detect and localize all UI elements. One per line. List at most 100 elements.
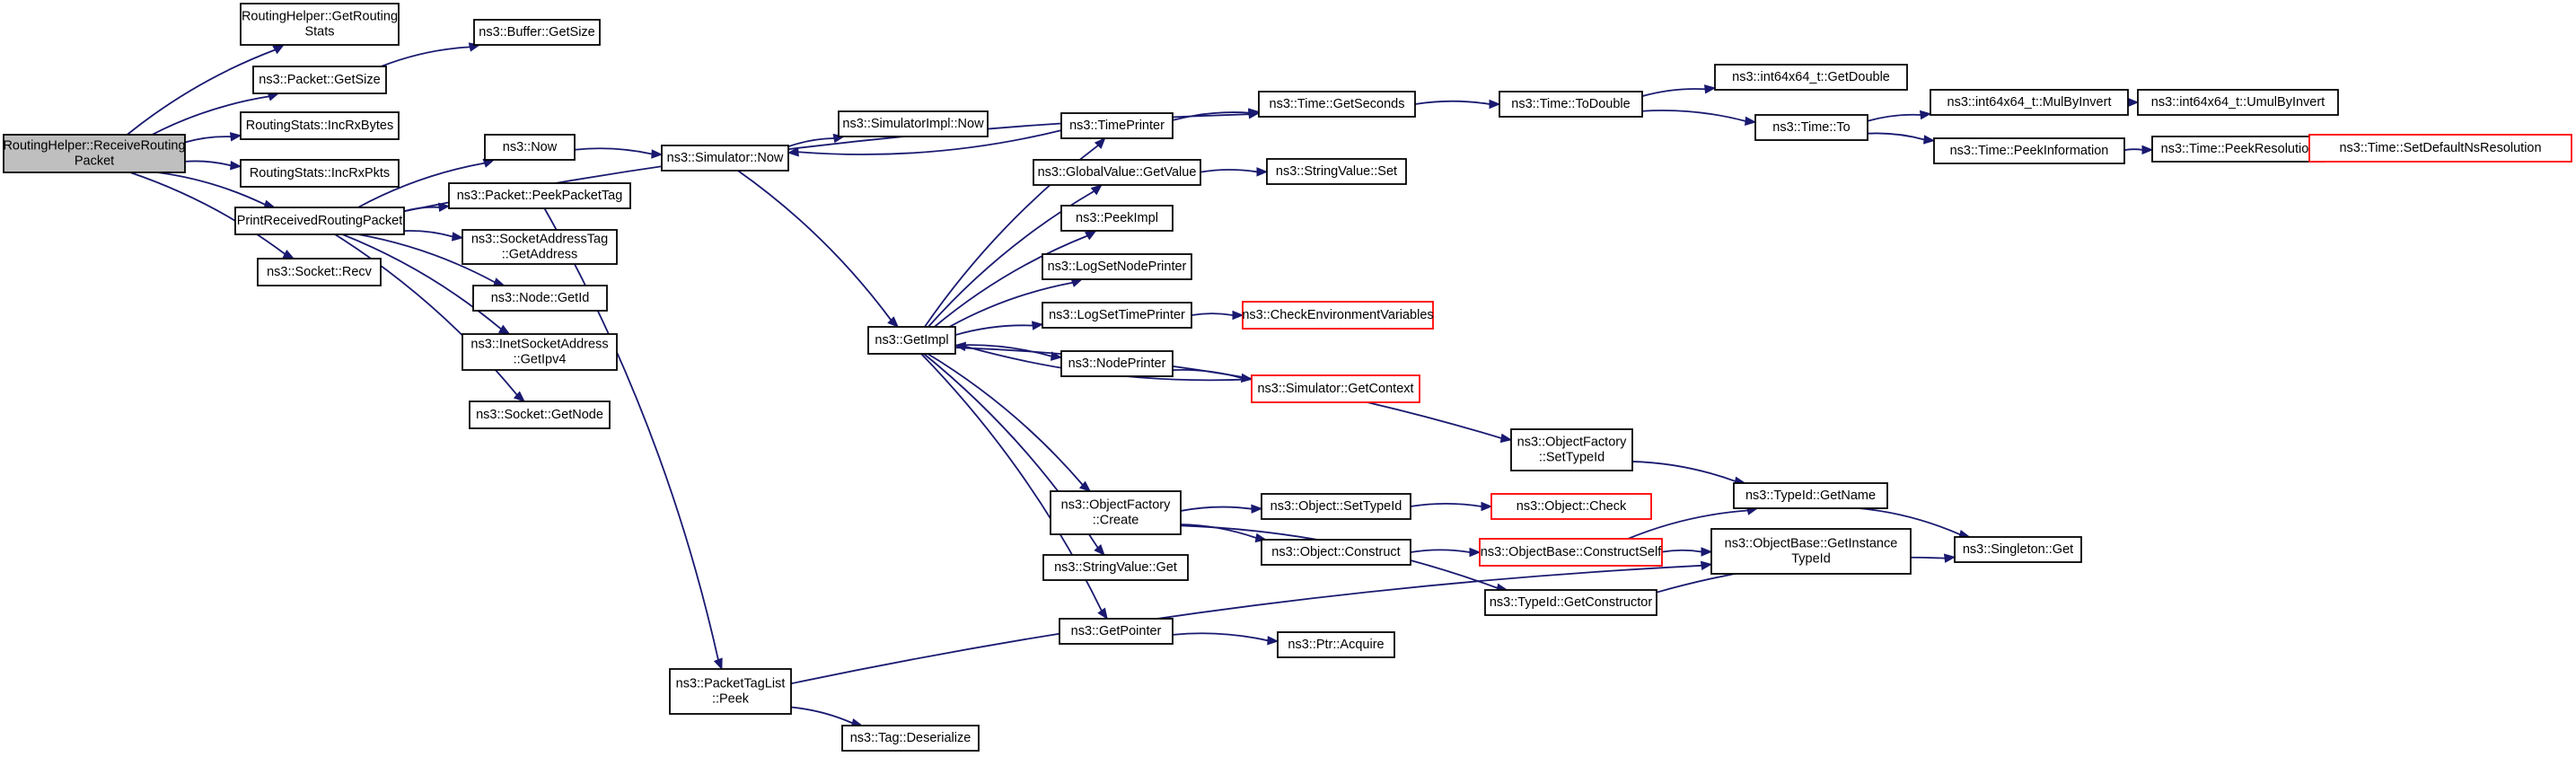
edge-receive-to-packet_getsize (151, 95, 269, 136)
node-peekimpl[interactable]: ns3::PeekImpl (1060, 205, 1174, 232)
node-ptr_acquire[interactable]: ns3::Ptr::Acquire (1277, 631, 1395, 658)
node-label-socketaddresstag-line-1: ::GetAddress (502, 247, 578, 261)
arrowhead-printreceived-to-socketaddresstag (451, 232, 464, 242)
node-time_getseconds[interactable]: ns3::Time::GetSeconds (1258, 91, 1416, 118)
arrowhead-printreceived-to-inetsocket (497, 324, 511, 335)
edge-typeid_getname-to-singleton_get (1859, 507, 1961, 536)
node-simulator_getcontext[interactable]: ns3::Simulator::GetContext (1251, 374, 1420, 403)
node-box-peekimpl (1060, 205, 1174, 232)
node-now[interactable]: ns3::Now (484, 134, 576, 161)
node-label-ptr_acquire-line-0: ns3::Ptr::Acquire (1288, 638, 1384, 652)
node-box-socketaddresstag (462, 229, 618, 265)
node-box-node_getid (472, 285, 608, 312)
node-buffer_getsize[interactable]: ns3::Buffer::GetSize (473, 19, 601, 46)
node-logsetnodeprinter[interactable]: ns3::LogSetNodePrinter (1042, 253, 1192, 280)
arrowhead-printreceived-to-socket_getnode (513, 391, 525, 402)
node-label-objectfactory_settypeid-line-0: ns3::ObjectFactory (1517, 435, 1627, 449)
node-label-incrxpkts-line-0: RoutingStats::IncRxPkts (250, 166, 390, 180)
node-int64_mulbyinvert[interactable]: ns3::int64x64_t::MulByInvert (1930, 89, 2129, 116)
node-time_peekinformation[interactable]: ns3::Time::PeekInformation (1933, 137, 2125, 164)
node-nodeprinter[interactable]: ns3::NodePrinter (1060, 350, 1174, 377)
node-getpointer[interactable]: ns3::GetPointer (1059, 618, 1174, 645)
node-globalvalue_getvalue[interactable]: ns3::GlobalValue::GetValue (1033, 159, 1201, 186)
arrowhead-getimpl-to-objectfactory_settypeid (1499, 433, 1513, 444)
node-object_construct[interactable]: ns3::Object::Construct (1261, 539, 1411, 566)
arrowhead-objectfactory_create-to-object_settypeid (1251, 504, 1263, 514)
node-box-packet_getsize (252, 66, 387, 94)
node-time_todouble[interactable]: ns3::Time::ToDouble (1499, 91, 1643, 118)
node-label-packettaglist_peek-line-0: ns3::PacketTagList (676, 676, 786, 691)
node-label-int64_mulbyinvert-line-0: ns3::int64x64_t::MulByInvert (1947, 95, 2112, 110)
node-time_to[interactable]: ns3::Time::To (1754, 114, 1868, 141)
node-simulator_now[interactable]: ns3::Simulator::Now (661, 145, 789, 172)
node-box-stringvalue_set (1266, 158, 1407, 185)
node-objectbase_constructself[interactable]: ns3::ObjectBase::ConstructSelf (1479, 538, 1663, 567)
node-box-time_todouble (1499, 91, 1643, 118)
node-int64_getdouble[interactable]: ns3::int64x64_t::GetDouble (1714, 64, 1908, 91)
node-packet_getsize[interactable]: ns3::Packet::GetSize (252, 66, 387, 94)
node-typeid_getconstructor[interactable]: ns3::TypeId::GetConstructor (1484, 589, 1657, 616)
node-box-stringvalue_get (1042, 554, 1189, 581)
node-object_settypeid[interactable]: ns3::Object::SetTypeId (1261, 493, 1411, 520)
node-packettaglist_peek[interactable]: ns3::PacketTagList::Peek (669, 668, 792, 715)
node-getimpl[interactable]: ns3::GetImpl (867, 326, 956, 355)
node-label-buffer_getsize-line-0: ns3::Buffer::GetSize (479, 25, 595, 40)
edge-receive-to-incrxbytes (184, 136, 232, 144)
edge-objectbase_constructself-to-objectbase_getinstancetypeid (1661, 549, 1702, 553)
node-incrxpkts[interactable]: RoutingStats::IncRxPkts (240, 159, 400, 188)
node-socketaddresstag[interactable]: ns3::SocketAddressTag::GetAddress (462, 229, 618, 265)
node-objectfactory_create[interactable]: ns3::ObjectFactory::Create (1050, 490, 1182, 535)
node-socket_recv[interactable]: ns3::Socket::Recv (257, 258, 382, 286)
edge-peekpackettag-to-packettaglist_peek (543, 207, 719, 660)
node-printreceived[interactable]: PrintReceivedRoutingPacket (234, 207, 405, 235)
edge-now-to-simulator_now (574, 147, 653, 155)
node-box-int64_umulbyinvert (2137, 89, 2339, 116)
edge-getimpl-to-logsettimeprinter (954, 324, 1033, 336)
edge-objectfactory_settypeid-to-typeid_getname (1631, 461, 1736, 482)
node-int64_umulbyinvert[interactable]: ns3::int64x64_t::UmulByInvert (2137, 89, 2339, 116)
node-stringvalue_set[interactable]: ns3::StringValue::Set (1266, 158, 1407, 185)
node-label-tag_deserialize-line-0: ns3::Tag::Deserialize (850, 731, 971, 745)
edge-printreceived-to-socket_getnode (334, 233, 518, 396)
node-node_getid[interactable]: ns3::Node::GetId (472, 285, 608, 312)
node-incrxbytes[interactable]: RoutingStats::IncRxBytes (240, 111, 400, 140)
node-peekpackettag[interactable]: ns3::Packet::PeekPacketTag (448, 182, 631, 209)
arrowhead-object_construct-to-objectbase_constructself (1469, 547, 1481, 558)
arrowhead-receive-to-socket_recv (282, 249, 295, 260)
node-box-now (484, 134, 576, 161)
node-box-logsettimeprinter (1042, 302, 1192, 329)
node-box-printreceived (234, 207, 405, 235)
node-box-getimpl (867, 326, 956, 355)
node-timeprinter[interactable]: ns3::TimePrinter (1060, 112, 1174, 139)
node-simulatorimpl_now[interactable]: ns3::SimulatorImpl::Now (838, 110, 989, 137)
node-socket_getnode[interactable]: ns3::Socket::GetNode (469, 401, 611, 429)
node-label-socketaddresstag-line-0: ns3::SocketAddressTag (471, 232, 608, 246)
node-box-typeid_getconstructor (1484, 589, 1657, 616)
node-typeid_getname[interactable]: ns3::TypeId::GetName (1733, 482, 1888, 509)
nodes-layer: RoutingHelper::ReceiveRoutingPacketRouti… (3, 3, 2572, 752)
node-time_peekresolution[interactable]: ns3::Time::PeekResolution (2151, 136, 2325, 163)
node-label-incrxbytes-line-0: RoutingStats::IncRxBytes (246, 119, 393, 133)
node-singleton_get[interactable]: ns3::Singleton::Get (1954, 536, 2082, 563)
node-time_setdefaultnsresolution[interactable]: ns3::Time::SetDefaultNsResolution (2308, 134, 2572, 163)
node-tag_deserialize[interactable]: ns3::Tag::Deserialize (841, 725, 980, 752)
node-box-timeprinter (1060, 112, 1174, 139)
node-logsettimeprinter[interactable]: ns3::LogSetTimePrinter (1042, 302, 1192, 329)
arrowhead-globalvalue_getvalue-to-stringvalue_set (1256, 167, 1269, 177)
edge-object_construct-to-objectbase_constructself (1410, 549, 1471, 553)
node-checkenv[interactable]: ns3::CheckEnvironmentVariables (1242, 301, 1434, 330)
node-stringvalue_get[interactable]: ns3::StringValue::Get (1042, 554, 1189, 581)
node-object_check[interactable]: ns3::Object::Check (1490, 493, 1652, 520)
node-label-objectfactory_settypeid-line-1: ::SetTypeId (1539, 450, 1605, 464)
node-label-objectbase_getinstancetypeid-line-0: ns3::ObjectBase::GetInstance (1725, 536, 1898, 550)
node-objectfactory_settypeid[interactable]: ns3::ObjectFactory::SetTypeId (1510, 428, 1633, 471)
arrowhead-timeprinter-to-time_getseconds (1248, 108, 1261, 118)
edge-globalvalue_getvalue-to-stringvalue_set (1200, 169, 1258, 173)
node-label-objectfactory_create-line-0: ns3::ObjectFactory (1061, 497, 1171, 512)
node-label-typeid_getname-line-0: ns3::TypeId::GetName (1745, 489, 1876, 503)
node-inetsocket[interactable]: ns3::InetSocketAddress::GetIpv4 (462, 333, 618, 371)
